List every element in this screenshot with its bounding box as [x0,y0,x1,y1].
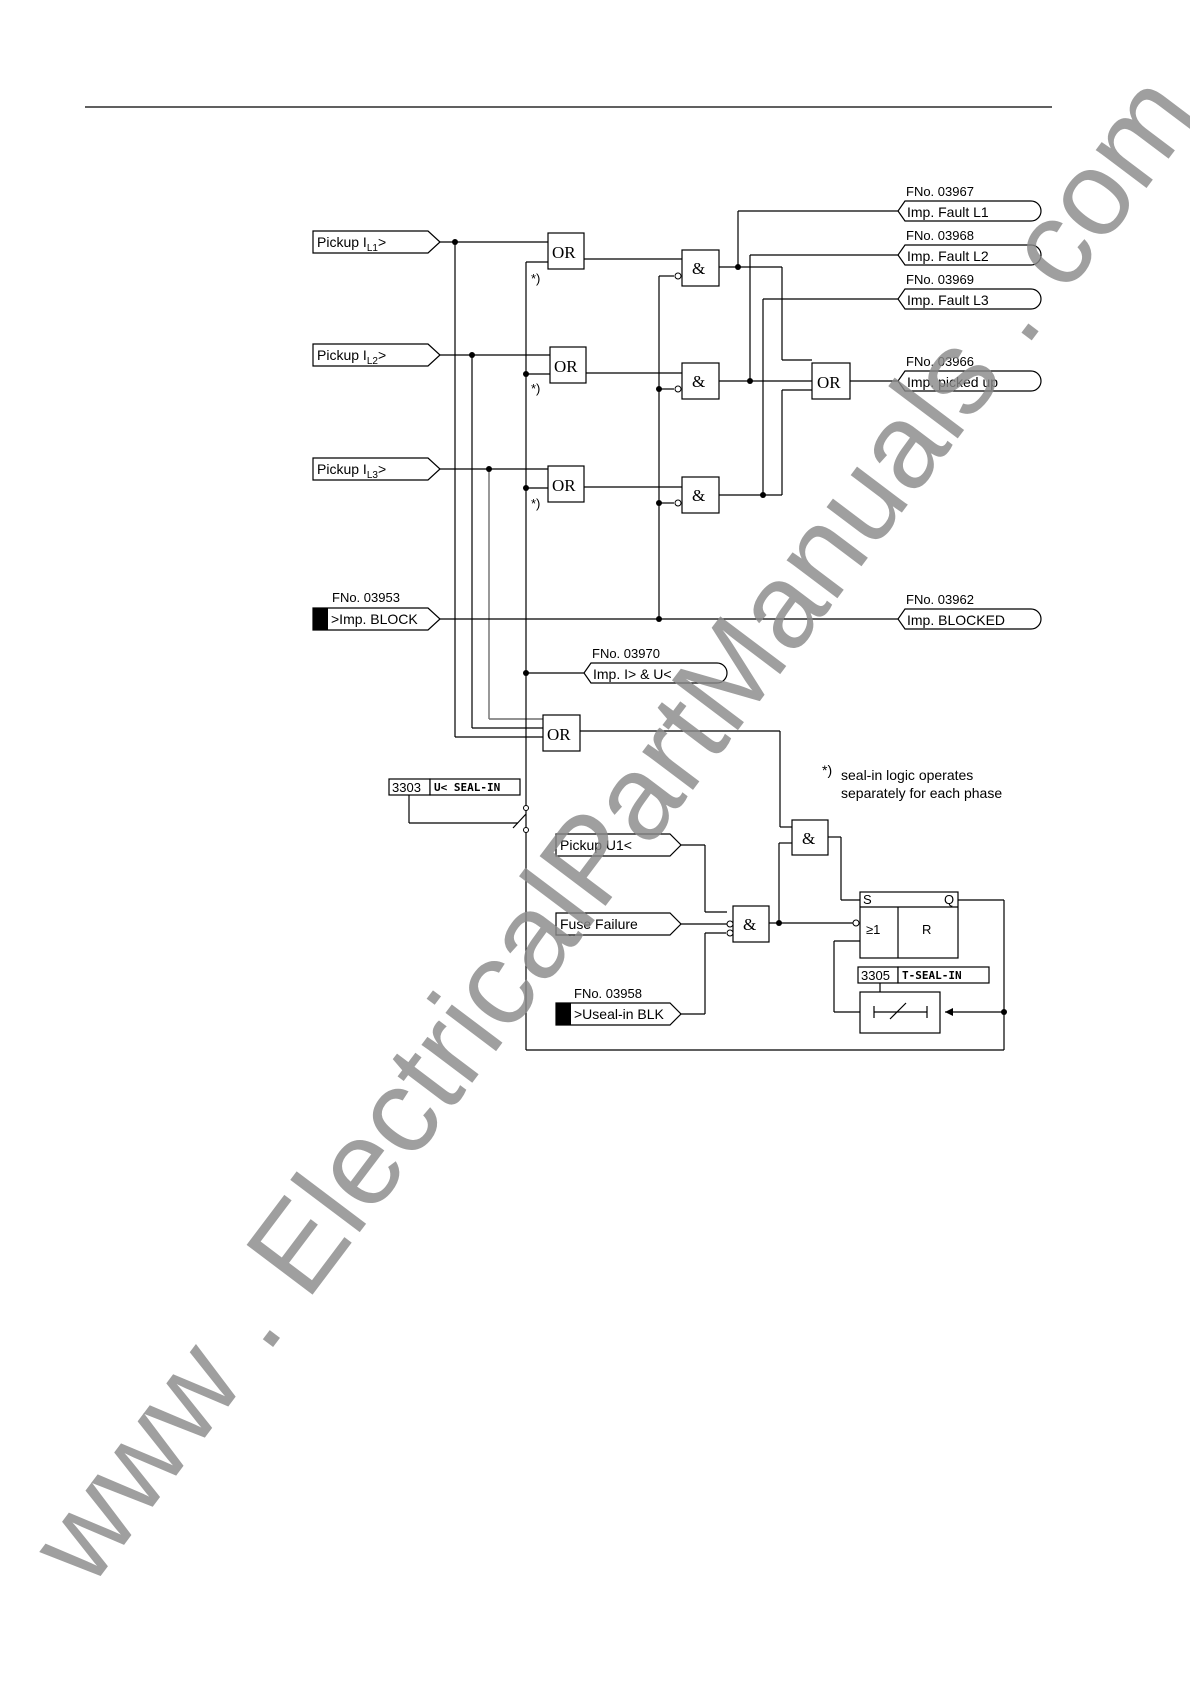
seal-in-marker-l2: *) [531,381,540,396]
footnote: *) seal-in logic operates separately for… [822,762,1002,801]
svg-text:Pickup IL3>: Pickup IL3> [317,461,386,481]
output-blocked: FNo. 03962 Imp. BLOCKED [897,592,1042,630]
svg-text:FNo. 03968: FNo. 03968 [906,228,974,243]
svg-text:FNo. 03967: FNo. 03967 [906,184,974,199]
or-gate-u-release: OR [542,714,581,752]
input-useal-blk: FNo. 03958 >Useal-in BLK [555,986,682,1026]
setting-3305: 3305 T-SEAL-IN [857,966,990,984]
svg-text:Imp. BLOCKED: Imp. BLOCKED [907,612,1005,628]
svg-text:Imp. Fault L1: Imp. Fault L1 [907,204,989,220]
fno-03958: FNo. 03958 [574,986,642,1001]
svg-text:Imp. Fault L3: Imp. Fault L3 [907,292,989,308]
or-gate-l1: OR [547,232,585,270]
output-i-and-u: FNo. 03970 Imp. I> & U< [583,646,728,684]
svg-text:FNo. 03970: FNo. 03970 [592,646,660,661]
svg-text:U< SEAL-IN: U< SEAL-IN [434,781,500,794]
input-pickup-u1: Pickup U1< [555,833,682,857]
rs-flipflop: S Q ≥1 R [852,891,959,959]
svg-text:&: & [692,259,705,278]
watermark-text: www . ElectricalPartManuals . com [3,50,1190,1607]
svg-text:>Imp. BLOCK: >Imp. BLOCK [331,611,418,627]
svg-text:&: & [692,372,705,391]
setting-3303: 3303 U< SEAL-IN [388,778,521,796]
svg-text:T-SEAL-IN: T-SEAL-IN [902,969,962,982]
svg-text:≥1: ≥1 [866,922,880,937]
svg-text:FNo. 03969: FNo. 03969 [906,272,974,287]
wiring [408,210,1005,1051]
svg-text:OR: OR [817,373,841,392]
svg-text:&: & [802,829,815,848]
svg-text:OR: OR [554,357,578,376]
svg-text:OR: OR [552,243,576,262]
svg-text:Fuse Failure: Fuse Failure [560,916,638,932]
svg-text:3303: 3303 [392,780,421,795]
svg-text:OR: OR [547,725,571,744]
and-gate-l2: & [674,362,720,400]
or-gate-l3: OR [547,465,585,503]
or-gate-l2: OR [549,346,587,384]
svg-text:Imp. I> & U<: Imp. I> & U< [593,666,672,682]
svg-text:OR: OR [552,476,576,495]
output-fault-l1: FNo. 03967 Imp. Fault L1 [897,184,1042,222]
svg-text:FNo. 03966: FNo. 03966 [906,354,974,369]
input-pickup-l2: Pickup IL2> [312,343,441,367]
svg-text:&: & [743,915,756,934]
input-fuse-failure: Fuse Failure [555,912,682,936]
fno-03953: FNo. 03953 [332,590,400,605]
svg-text:Imp. Fault L2: Imp. Fault L2 [907,248,989,264]
svg-text:R: R [922,922,931,937]
output-picked-up: FNo. 03966 Imp. picked up [897,354,1042,392]
seal-in-marker-l1: *) [531,271,540,286]
svg-text:&: & [692,486,705,505]
or-gate-picked-up: OR [811,362,851,400]
svg-text:Pickup IL1>: Pickup IL1> [317,234,386,254]
and-gate-seal-set: & [791,819,829,856]
output-fault-l2: FNo. 03968 Imp. Fault L2 [897,228,1042,266]
svg-text:Q: Q [944,892,954,907]
and-gate-l3: & [674,476,720,514]
input-imp-block: FNo. 03953 >Imp. BLOCK [312,590,441,631]
svg-text:Imp. picked up: Imp. picked up [907,374,998,390]
and-gate-l1: & [674,249,720,287]
and-gate-u-criteria: & [726,905,770,943]
seal-in-switch [523,805,529,833]
input-pickup-l1: Pickup IL1> [312,230,441,254]
output-fault-l3: FNo. 03969 Imp. Fault L3 [897,272,1042,310]
svg-text:S: S [863,892,872,907]
input-pickup-l3: Pickup IL3> [312,457,441,481]
svg-text:separately for each phase: separately for each phase [841,785,1002,801]
svg-text:*): *) [822,762,832,778]
svg-text:FNo. 03962: FNo. 03962 [906,592,974,607]
svg-text:3305: 3305 [861,968,890,983]
svg-text:Pickup IL2>: Pickup IL2> [317,347,386,367]
svg-text:>Useal-in BLK: >Useal-in BLK [574,1006,665,1022]
svg-text:Pickup U1<: Pickup U1< [560,837,632,853]
junction-dots [452,239,1007,1015]
svg-text:seal-in logic operates: seal-in logic operates [841,767,973,783]
timer-block [859,991,941,1034]
seal-in-marker-l3: *) [531,496,540,511]
